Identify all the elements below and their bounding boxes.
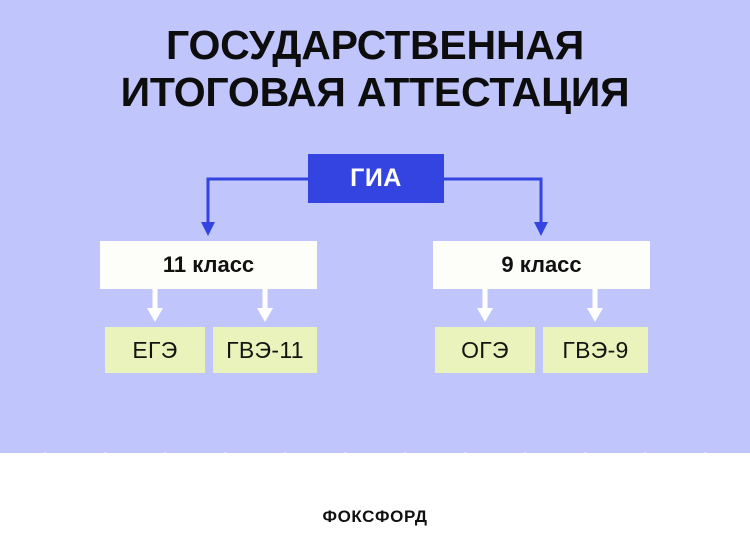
arrowhead-grade11-to-ege	[147, 308, 163, 322]
node-exam-ege: ЕГЭ	[105, 327, 205, 373]
gia-hierarchy-diagram: ГИА 11 класс 9 класс ЕГЭ ГВЭ-11 ОГЭ ГВЭ-…	[100, 154, 650, 373]
arrowhead-root-to-grade9	[534, 222, 548, 236]
node-exam-gve-9: ГВЭ-9	[543, 327, 648, 373]
page-title: ГОСУДАРСТВЕННАЯ ИТОГОВАЯ АТТЕСТАЦИЯ	[0, 22, 750, 116]
arrowhead-root-to-grade11	[201, 222, 215, 236]
arrowhead-grade9-to-oge	[477, 308, 493, 322]
connector-root-to-grade9	[444, 177, 543, 224]
brand-logo-text: ФОКСФОРД	[322, 507, 428, 526]
diagram-connectors	[147, 177, 603, 322]
arrowhead-grade9-to-gve9	[587, 308, 603, 322]
node-exam-oge: ОГЭ	[435, 327, 535, 373]
node-grade-11: 11 класс	[100, 241, 317, 289]
connector-root-to-grade11	[206, 177, 308, 224]
zigzag-divider	[0, 452, 750, 479]
node-grade-9: 9 класс	[433, 241, 650, 289]
node-exam-gve-11: ГВЭ-11	[213, 327, 317, 373]
node-gia: ГИА	[308, 154, 444, 203]
title-line-1: ГОСУДАРСТВЕННАЯ	[165, 22, 585, 68]
background-panel	[0, 0, 750, 453]
arrowhead-grade11-to-gve11	[257, 308, 273, 322]
title-line-2: ИТОГОВАЯ АТТЕСТАЦИЯ	[120, 69, 630, 115]
